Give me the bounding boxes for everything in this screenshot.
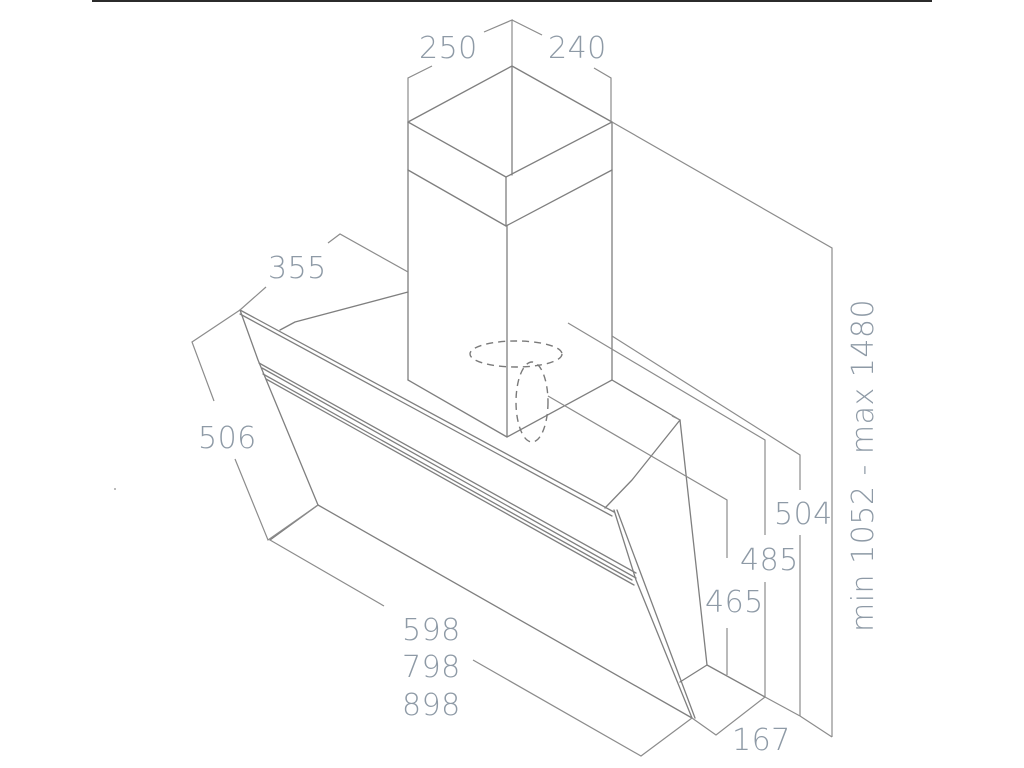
label-glass-height: 506 xyxy=(198,421,257,456)
label-width-598: 598 xyxy=(402,613,461,648)
dimension-lines xyxy=(191,19,833,757)
label-width-798: 798 xyxy=(402,650,461,685)
label-total-height: min 1052 - max 1480 xyxy=(846,299,881,632)
label-depth-bottom: 167 xyxy=(732,723,791,758)
label-height-465: 465 xyxy=(705,585,764,620)
label-chimney-depth: 240 xyxy=(548,31,607,66)
label-width-898: 898 xyxy=(402,688,461,723)
chimney xyxy=(407,65,613,438)
top-rule xyxy=(92,0,932,2)
duct-outlet-icon xyxy=(469,340,563,443)
label-height-504: 504 xyxy=(774,497,833,532)
label-height-485: 485 xyxy=(740,543,799,578)
label-hood-top-depth: 355 xyxy=(268,251,327,286)
stray-mark xyxy=(114,488,116,490)
hood-body xyxy=(239,291,766,719)
label-chimney-width: 250 xyxy=(419,31,478,66)
